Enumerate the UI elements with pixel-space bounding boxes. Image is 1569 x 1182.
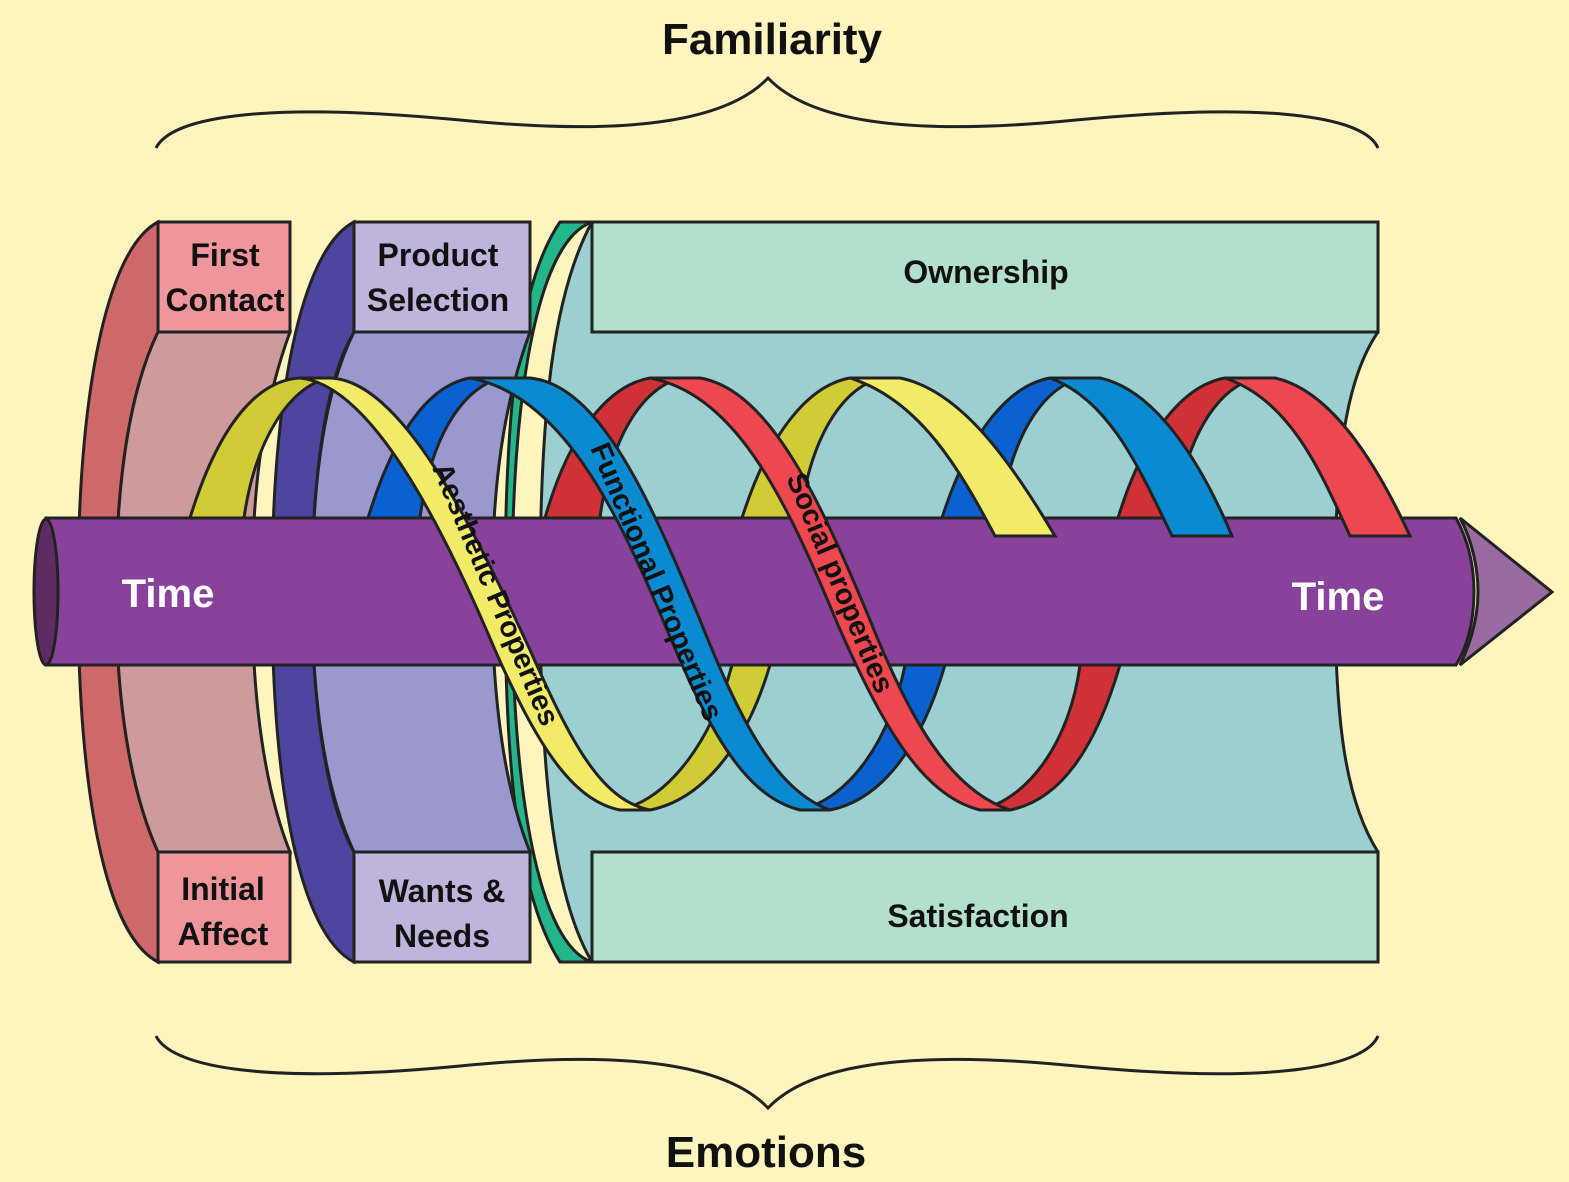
familiarity-title: Familiarity — [662, 15, 883, 64]
initial-affect-label-box — [156, 850, 292, 964]
satisfaction-label-box — [590, 850, 1380, 964]
product-selection-label-line1: Product — [378, 237, 499, 273]
product-selection-label-line2: Selection — [367, 282, 509, 318]
functional-ribbon-front — [469, 376, 831, 812]
emotions-title: Emotions — [666, 1128, 866, 1177]
wants-needs-label-line1: Wants & — [379, 873, 506, 909]
time-arrow-head — [1458, 516, 1555, 667]
initial-affect-label-line1: Initial — [181, 871, 265, 907]
first-contact-label-line1: First — [190, 237, 260, 273]
time-arrow-shaft — [44, 516, 1476, 667]
aesthetic-ribbon-crest — [849, 376, 1058, 538]
social-ribbon-crest — [1224, 376, 1413, 538]
time-arrow-tail — [32, 517, 60, 667]
wants-needs-label-box — [352, 850, 532, 964]
time-arrow: Time Time — [32, 516, 1555, 667]
satisfaction-label: Satisfaction — [887, 898, 1068, 934]
wants-needs-label-line2: Needs — [394, 918, 490, 954]
bottom-brace — [154, 1035, 1380, 1111]
initial-affect-label-line2: Affect — [178, 916, 269, 952]
aesthetic-ribbon-front — [299, 376, 651, 812]
top-brace — [154, 75, 1380, 149]
time-label-left: Time — [122, 572, 215, 616]
time-label-right: Time — [1292, 575, 1385, 619]
product-selection-label-box — [352, 220, 532, 334]
functional-ribbon-crest — [1049, 376, 1235, 538]
ownership-label: Ownership — [903, 254, 1068, 290]
ownership-label-box — [590, 220, 1380, 334]
first-contact-label-line2: Contact — [165, 282, 284, 318]
social-ribbon-front — [649, 376, 1011, 812]
first-contact-label-box — [156, 220, 292, 334]
